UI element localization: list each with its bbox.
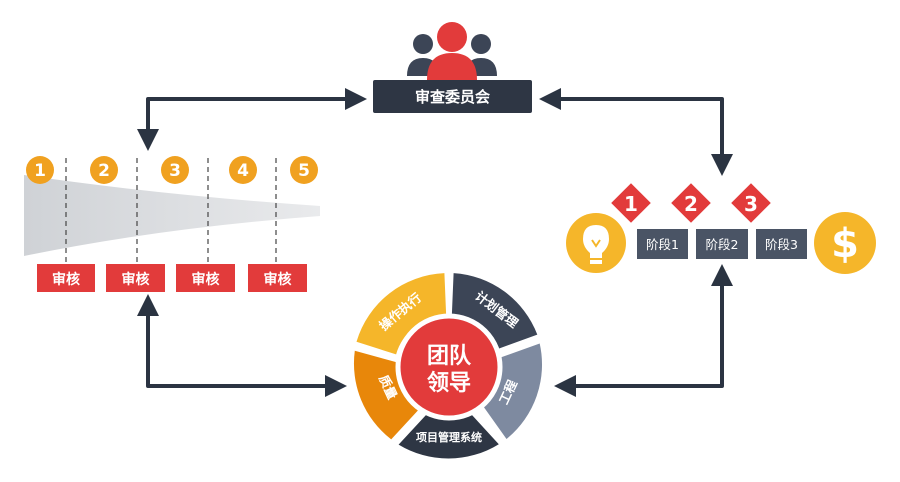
review-box-1: 审核 [37,264,95,292]
svg-text:5: 5 [298,161,310,181]
svg-text:审核: 审核 [264,271,292,288]
stage-diamond-1: 1 [611,183,651,223]
review-box-4: 审核 [248,264,307,292]
arrow-committee-to-stages [539,88,733,176]
wheel-segment-engineering [482,343,543,439]
wheel-segment-operation [356,273,447,355]
committee-box [373,80,532,113]
lightbulb-icon [566,213,626,273]
step-badge-1: 1 [26,156,54,184]
wheel-center-line1: 团队 [427,344,472,369]
svg-text:2: 2 [684,192,698,216]
review-box-3: 审核 [176,264,235,292]
people-icon [407,22,497,80]
wheel-label-pms: 项目管理系统 [416,430,482,444]
step-badge-2: 2 [90,156,118,184]
committee-group: 审查委员会 [373,22,532,113]
wheel-segment-planning [451,273,538,350]
svg-text:4: 4 [237,161,249,181]
committee-label: 审查委员会 [415,88,490,106]
dollar-icon: $ [814,212,876,274]
step-badge-4: 4 [229,156,257,184]
stage-box-3: 阶段3 [756,229,807,259]
step-badge-3: 3 [161,156,189,184]
step-badge-5: 5 [290,156,318,184]
wheel-center [395,313,503,421]
svg-text:阶段1: 阶段1 [646,237,679,252]
svg-text:1: 1 [34,161,46,181]
svg-text:$: $ [831,221,859,267]
review-box-2: 审核 [106,264,165,292]
connector-arrows [137,88,733,397]
funnel-group: 1 2 3 4 5 审核 [24,156,320,292]
svg-text:审核: 审核 [192,271,220,288]
team-wheel: 团队 领导 操作执行 计划管理 工程 项目管理系统 质量 [353,273,543,459]
stage-diamond-3: 3 [731,183,771,223]
stage-box-2: 阶段2 [696,229,748,259]
svg-text:阶段3: 阶段3 [765,237,798,252]
stage-diamond-2: 2 [671,183,711,223]
svg-text:审核: 审核 [52,271,80,288]
stages-group: 1 2 3 阶段1 阶段2 阶段3 [566,183,876,274]
arrow-wheel-to-stages [554,264,733,397]
svg-text:2: 2 [98,161,110,181]
svg-text:阶段2: 阶段2 [706,237,739,252]
svg-text:3: 3 [169,161,181,181]
wheel-segment-quality [353,350,422,440]
step-badges: 1 2 3 4 5 [26,156,318,184]
review-buttons: 审核 审核 审核 审核 [37,264,307,292]
wheel-center-line2: 领导 [427,370,471,396]
wheel-segment-pms [398,412,499,459]
stage-boxes: 阶段1 阶段2 阶段3 [637,229,807,259]
arrow-committee-to-funnel [137,88,367,151]
stage-box-1: 阶段1 [637,229,688,259]
stage-number-diamonds: 1 2 3 [611,183,771,223]
arrow-wheel-to-reviews [137,294,347,397]
svg-text:3: 3 [744,192,758,216]
svg-text:审核: 审核 [122,271,150,288]
funnel-shape [24,175,320,256]
svg-text:1: 1 [624,192,638,216]
